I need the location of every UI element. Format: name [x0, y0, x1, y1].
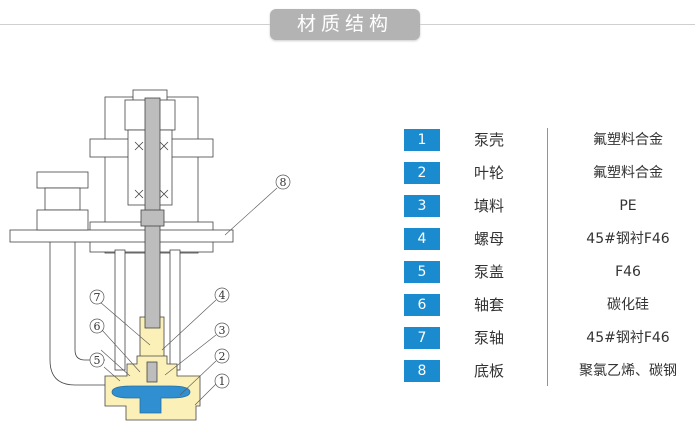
part-name: 填料	[474, 197, 505, 215]
part-material: F46	[615, 264, 641, 280]
part-number-badge: 2	[404, 162, 440, 184]
table-divider	[547, 128, 548, 386]
callout-6: 6	[94, 320, 101, 333]
part-number-badge: 7	[404, 327, 440, 349]
part-name: 螺母	[474, 230, 505, 248]
impeller	[111, 385, 191, 414]
bearings	[134, 141, 169, 199]
part-row: 6 轴套 碳化硅	[404, 294, 694, 316]
part-number-badge: 8	[404, 360, 440, 382]
outlet-flange-top	[36, 171, 89, 189]
part-material: PE	[619, 198, 637, 214]
part-number-badge: 6	[404, 294, 440, 316]
callout-8: 8	[280, 176, 287, 189]
part-row: 1 泵壳 氟塑料合金	[404, 129, 694, 151]
part-name: 叶轮	[474, 164, 505, 182]
part-name: 泵壳	[474, 131, 505, 149]
part-name: 泵盖	[474, 263, 505, 281]
section-title: 材质结构	[270, 9, 420, 40]
part-row: 5 泵盖 F46	[404, 261, 694, 283]
part-row: 3 填料 PE	[404, 195, 694, 217]
pump-diagram: 7 6 5 4 3 2 1 8	[9, 89, 291, 421]
part-row: 7 泵轴 45#钢衬F46	[404, 327, 694, 349]
header-rule-left	[0, 24, 270, 25]
part-name: 轴套	[474, 296, 505, 314]
base-plate	[9, 229, 234, 243]
part-material: 聚氯乙烯、碳钢	[579, 363, 677, 379]
part-row: 8 底板 聚氯乙烯、碳钢	[404, 360, 694, 382]
part-material: 碳化硅	[607, 297, 649, 313]
part-number-badge: 3	[404, 195, 440, 217]
part-material: 氟塑料合金	[593, 165, 663, 181]
callout-3: 3	[219, 324, 226, 337]
part-row: 4 螺母 45#钢衬F46	[404, 228, 694, 250]
header-rule-right	[420, 24, 695, 25]
callout-2: 2	[219, 350, 226, 363]
callout-4: 4	[219, 289, 226, 302]
part-material: 氟塑料合金	[593, 132, 663, 148]
part-row: 2 叶轮 氟塑料合金	[404, 162, 694, 184]
callout-1: 1	[219, 375, 226, 388]
part-name: 泵轴	[474, 329, 505, 347]
part-material: 45#钢衬F46	[586, 231, 670, 247]
part-number-badge: 5	[404, 261, 440, 283]
callout-7: 7	[94, 291, 101, 304]
coupling	[140, 209, 165, 227]
part-name: 底板	[474, 362, 505, 380]
column-right	[169, 249, 181, 371]
discharge-pipe	[49, 242, 105, 386]
part-number-badge: 1	[404, 129, 440, 151]
callout-5: 5	[94, 354, 101, 367]
part-material: 45#钢衬F46	[586, 330, 670, 346]
column-left	[114, 249, 126, 371]
part-number-badge: 4	[404, 228, 440, 250]
